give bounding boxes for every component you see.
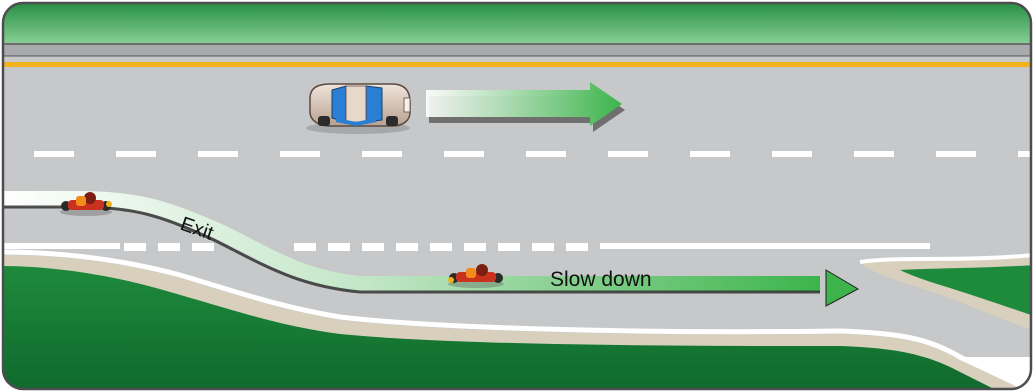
slow-down-label: Slow down [550, 268, 652, 291]
car-icon [306, 84, 410, 134]
median-strip [0, 44, 1034, 56]
center-line [0, 62, 1034, 67]
top-grass [0, 0, 1034, 46]
